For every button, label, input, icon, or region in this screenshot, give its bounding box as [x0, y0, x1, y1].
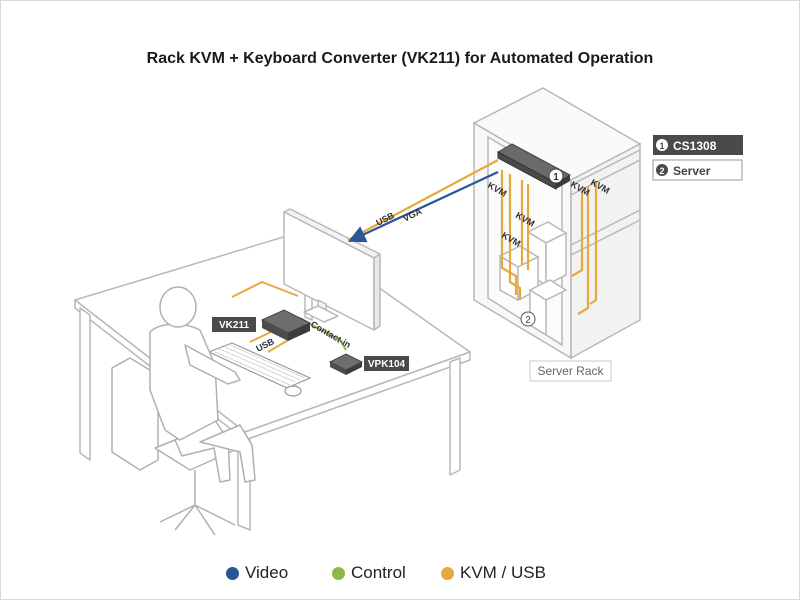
legend-item-control: Control — [332, 563, 406, 583]
callout-1-label: CS1308 — [673, 139, 717, 153]
callout-2-number: 2 — [659, 166, 664, 176]
marker-2-badge: 2 — [520, 311, 536, 327]
legend-label-video: Video — [245, 563, 289, 582]
diagram-title: Rack KVM + Keyboard Converter (VK211) fo… — [146, 50, 654, 67]
legend-label-control: Control — [351, 563, 406, 582]
legend-item-kvm-usb: KVM / USB — [441, 563, 546, 583]
vk211-label: VK211 — [212, 317, 256, 332]
server-rack-text: Server Rack — [537, 364, 604, 378]
callout-server: 2 Server — [652, 159, 743, 181]
monitor — [283, 208, 381, 331]
vpk104-label: VPK104 — [364, 356, 409, 371]
usb-cable-rack — [347, 159, 499, 241]
legend: Video Control KVM / USB — [0, 563, 800, 589]
server-rack-label: Server Rack — [529, 360, 612, 382]
legend-dot-kvm-usb — [441, 566, 454, 580]
marker-1-badge: 1 — [548, 168, 564, 184]
vpk104-text: VPK104 — [368, 359, 406, 370]
legend-dot-video — [226, 566, 239, 580]
server-rack — [472, 87, 642, 360]
marker-1-text: 1 — [553, 172, 559, 183]
keyboard — [207, 342, 312, 389]
legend-label-kvm-usb: KVM / USB — [460, 563, 546, 582]
legend-item-video: Video — [226, 563, 288, 583]
kvm-cables-rack — [500, 170, 598, 315]
callout-2-label: Server — [673, 164, 711, 178]
callout-cs1308: 1 CS1308 — [653, 135, 743, 155]
callout-1-number: 1 — [659, 141, 664, 151]
vk211-text: VK211 — [219, 320, 249, 331]
vga-cable — [348, 171, 499, 243]
person — [111, 286, 256, 536]
mouse — [284, 385, 302, 397]
vk211-device — [260, 309, 312, 341]
marker-2-text: 2 — [525, 315, 531, 326]
vpk104-device — [328, 353, 364, 375]
legend-dot-control — [332, 566, 345, 580]
